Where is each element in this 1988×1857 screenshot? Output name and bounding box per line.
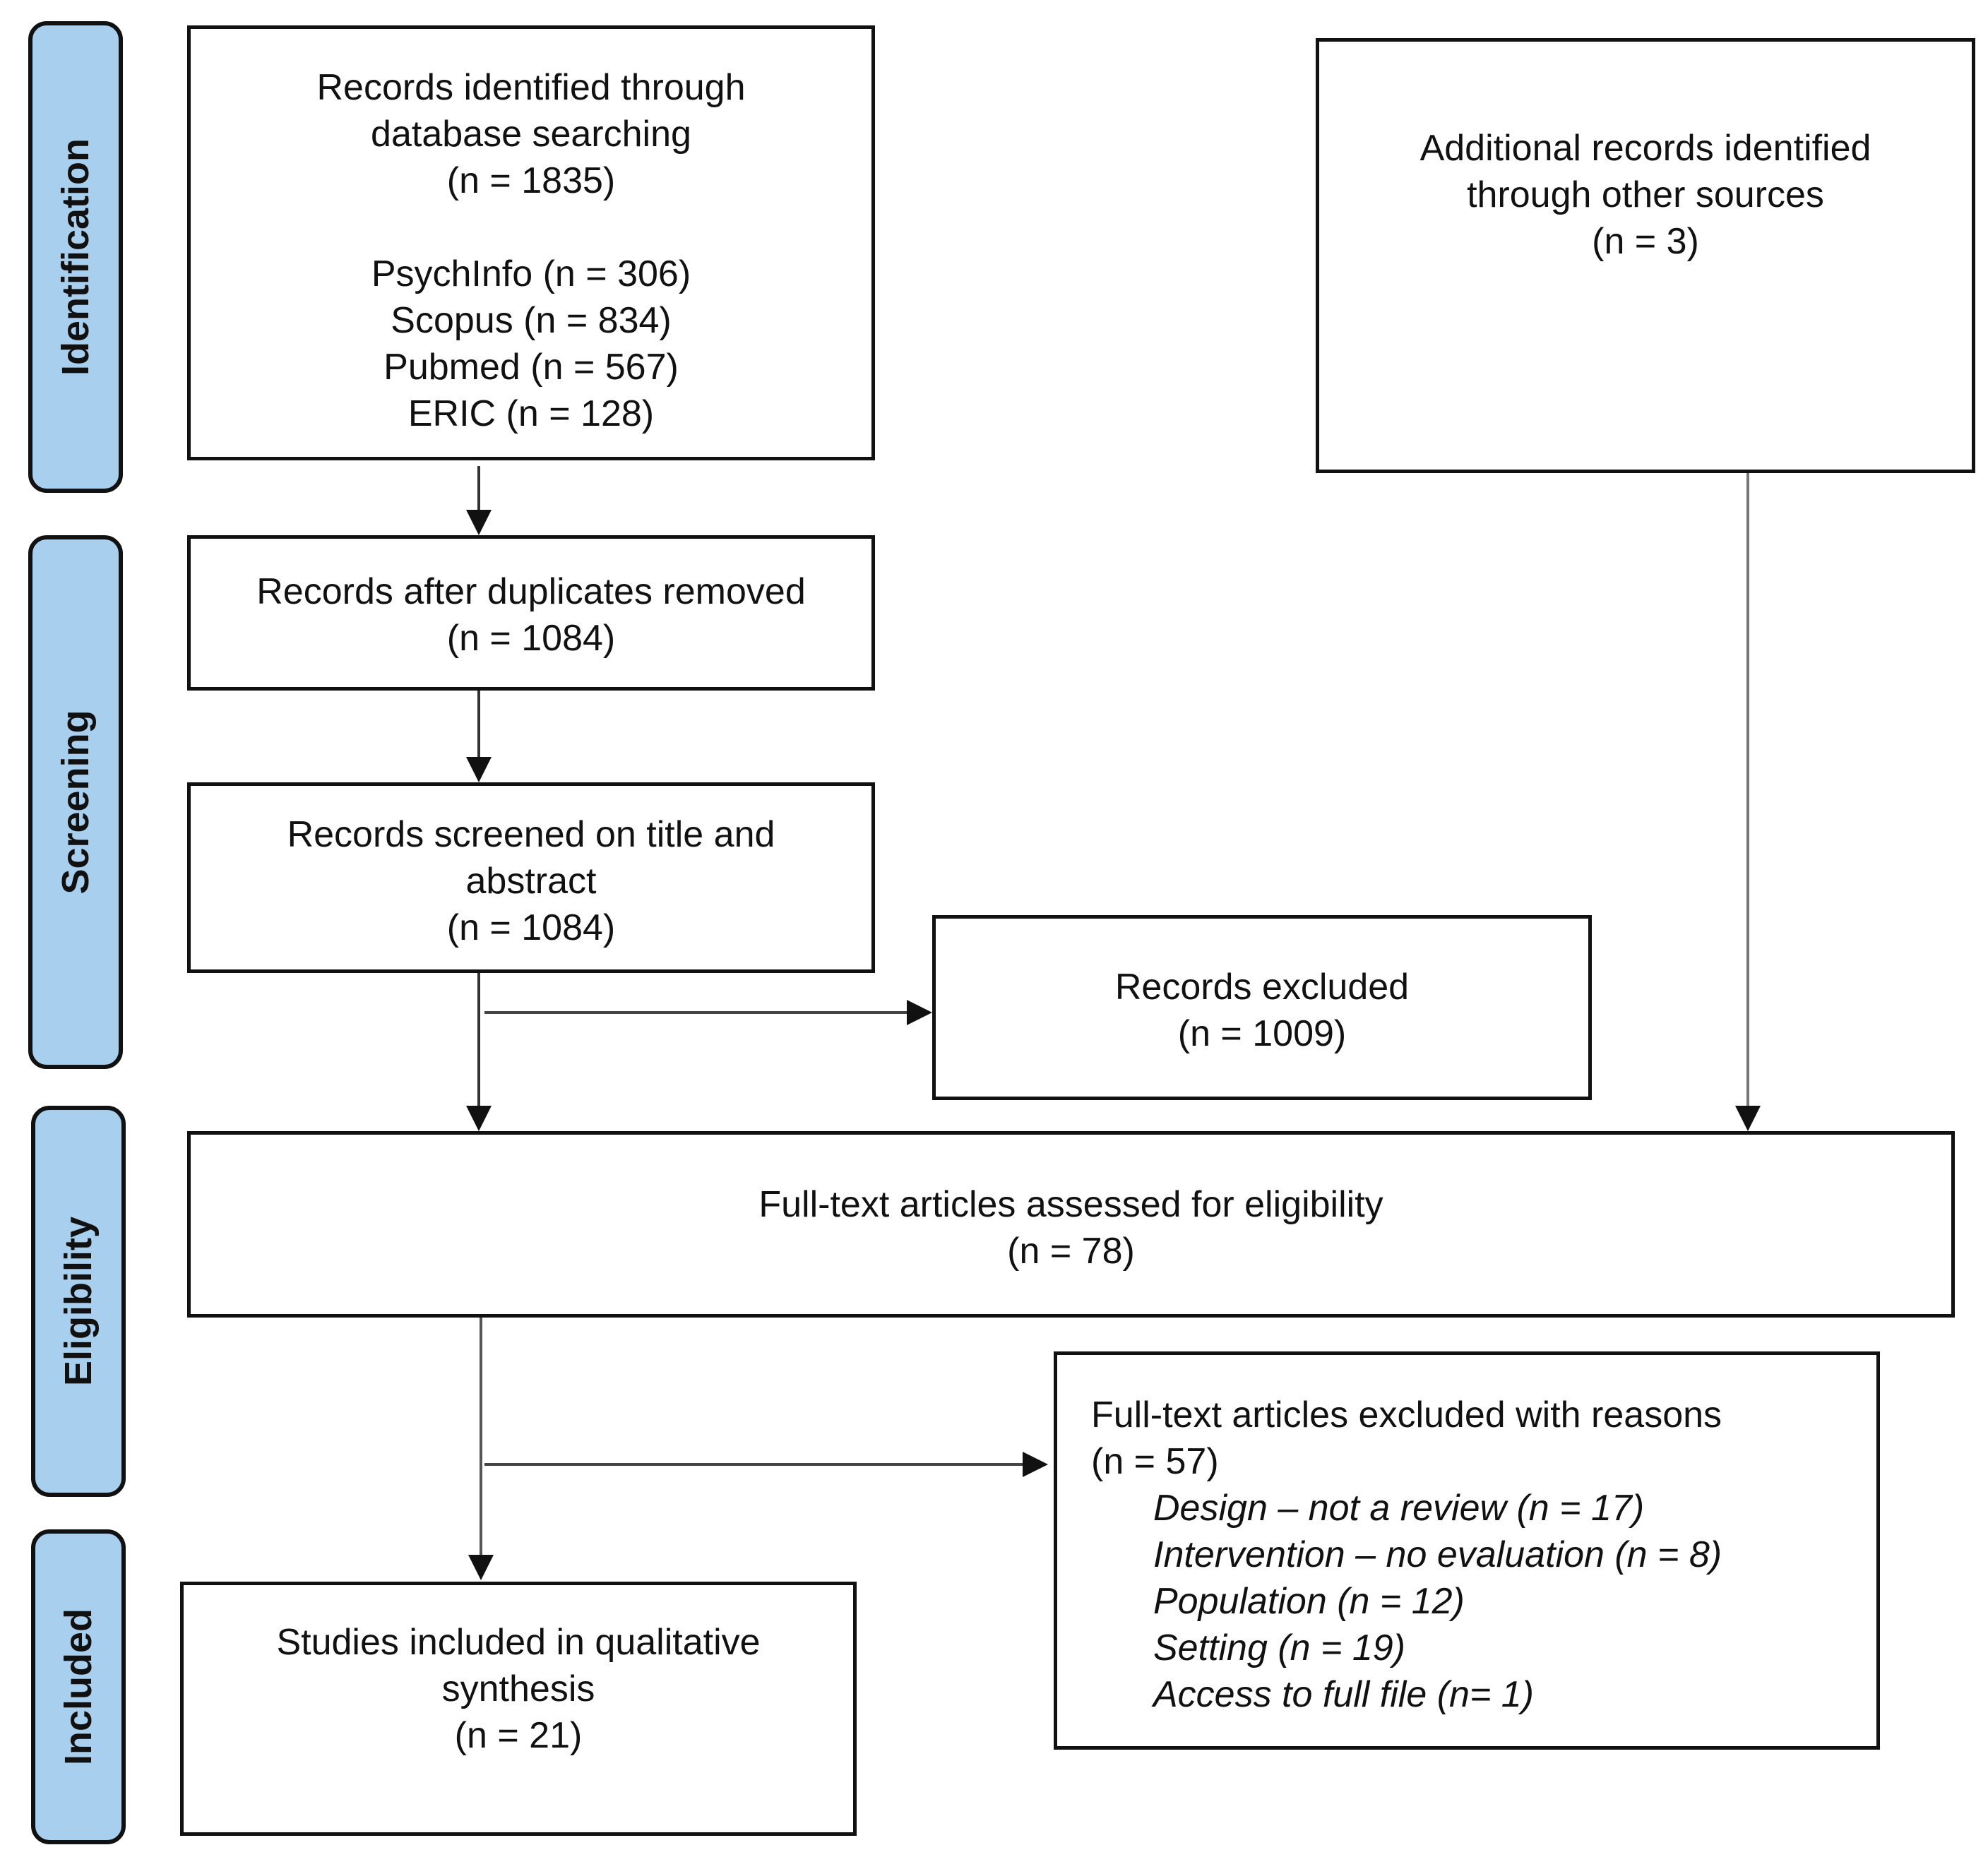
records-identified-box: Records identified through database sear… [187, 25, 875, 460]
arrowhead-fulltext-left [466, 1106, 492, 1131]
source-psychinfo: PsychInfo (n = 306) [371, 253, 691, 294]
stage-eligibility-label: Eligibility [57, 1216, 100, 1387]
stage-included: Included [31, 1529, 126, 1844]
duplicates-removed-count: (n = 1084) [446, 618, 616, 659]
fulltext-assessed-count: (n = 78) [1007, 1231, 1135, 1272]
reason-setting: Setting (n = 19) [1153, 1628, 1405, 1668]
fulltext-excluded-box: Full-text articles excluded with reasons… [1054, 1351, 1880, 1750]
studies-included-box: Studies included in qualitative synthesi… [180, 1582, 857, 1836]
stage-identification: Identification [28, 21, 123, 493]
additional-records-line-2: through other sources [1467, 174, 1824, 215]
records-screened-box: Records screened on title and abstract (… [187, 782, 875, 973]
records-identified-line-2: database searching [371, 114, 691, 155]
reason-design: Design – not a review (n = 17) [1153, 1488, 1645, 1529]
source-scopus: Scopus (n = 834) [391, 300, 672, 341]
source-pubmed: Pubmed (n = 567) [383, 347, 679, 388]
reason-population: Population (n = 12) [1153, 1581, 1465, 1622]
fulltext-excluded-line-1: Full-text articles excluded with reasons [1091, 1395, 1722, 1435]
records-excluded-line-1: Records excluded [1114, 967, 1410, 1008]
duplicates-removed-box: Records after duplicates removed (n = 10… [187, 535, 875, 691]
additional-records-box: Additional records identified through ot… [1316, 38, 1975, 473]
fulltext-assessed-box: Full-text articles assessed for eligibil… [187, 1131, 1955, 1318]
studies-included-count: (n = 21) [454, 1715, 583, 1756]
arrowhead-ftexcluded [1023, 1452, 1048, 1477]
records-identified-line-1: Records identified through [316, 67, 746, 108]
arrowhead-included [468, 1555, 494, 1580]
arrowhead-excluded [907, 1000, 932, 1025]
studies-included-line-1: Studies included in qualitative [276, 1622, 761, 1663]
additional-records-line-1: Additional records identified [1419, 128, 1871, 169]
duplicates-removed-line-1: Records after duplicates removed [256, 571, 806, 612]
studies-included-line-2: synthesis [441, 1668, 595, 1709]
records-screened-line-2: abstract [465, 861, 597, 902]
stage-eligibility: Eligibility [31, 1106, 126, 1497]
reason-intervention: Intervention – no evaluation (n = 8) [1153, 1534, 1722, 1575]
records-screened-count: (n = 1084) [446, 907, 616, 948]
arrowhead-fulltext-right [1735, 1106, 1761, 1131]
records-screened-line-1: Records screened on title and [287, 814, 775, 855]
records-identified-count: (n = 1835) [446, 160, 616, 201]
stage-screening-label: Screening [54, 710, 97, 895]
fulltext-excluded-count: (n = 57) [1091, 1441, 1219, 1482]
records-excluded-count: (n = 1009) [1177, 1013, 1347, 1054]
stage-screening: Screening [28, 535, 123, 1069]
stage-included-label: Included [57, 1608, 100, 1766]
arrowhead-screened [466, 757, 492, 782]
fulltext-assessed-line-1: Full-text articles assessed for eligibil… [758, 1184, 1383, 1225]
source-eric: ERIC (n = 128) [407, 393, 655, 434]
reason-access: Access to full file (n= 1) [1153, 1674, 1534, 1715]
records-excluded-box: Records excluded (n = 1009) [932, 915, 1592, 1100]
arrowhead-duplicates [466, 510, 492, 535]
additional-records-count: (n = 3) [1592, 221, 1699, 262]
stage-identification-label: Identification [54, 138, 97, 376]
